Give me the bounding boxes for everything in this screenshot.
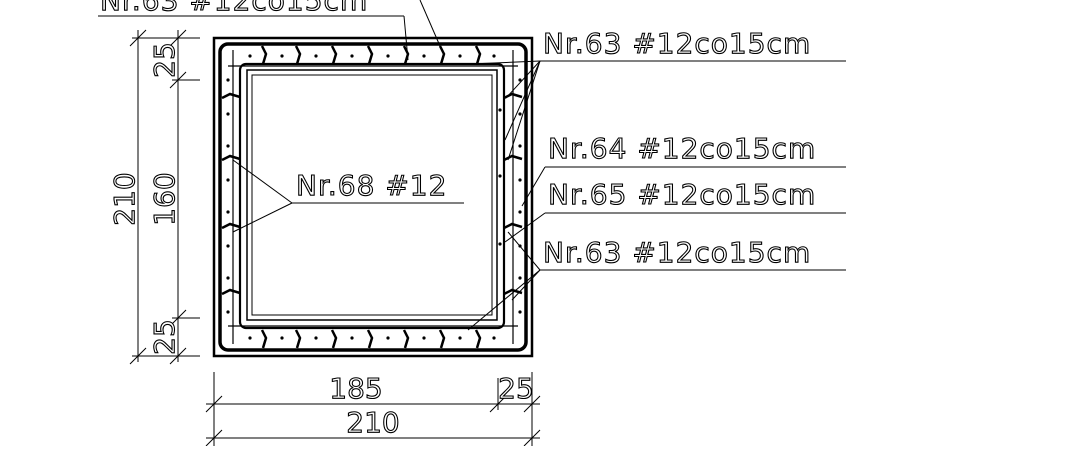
dim-left-inner: 160 <box>148 172 181 225</box>
dim-left-top: 25 <box>148 42 181 78</box>
dim-left-bottom: 25 <box>148 319 181 355</box>
top-stirrup-ticks <box>260 45 482 65</box>
dim-bottom-right: 25 <box>498 372 534 405</box>
dim-left-total: 210 <box>108 172 141 225</box>
dim-bottom-inner: 185 <box>329 372 382 405</box>
label-right-3: Nr.65 #12co15cm <box>548 178 816 211</box>
leader-right-2-arrow <box>521 166 546 207</box>
leader-center-arrow-2 <box>232 202 293 233</box>
right-stirrup-ticks <box>503 92 523 296</box>
leader-right-3-arrow <box>504 212 546 243</box>
inner-cavity-offset <box>251 74 493 316</box>
label-right-4: Nr.63 #12co15cm <box>543 236 811 269</box>
inner-rebar-loop <box>238 62 506 330</box>
label-top-cut: Nr.63 #12co15cm <box>100 0 368 17</box>
leader-right-1-arrows <box>469 60 541 161</box>
left-dimension-lines <box>129 29 200 365</box>
leader-center-arrow-1 <box>232 159 293 204</box>
leader-top-cut-2 <box>419 0 441 47</box>
label-right-1: Nr.63 #12co15cm <box>543 27 811 60</box>
dim-bottom-total: 210 <box>346 406 399 439</box>
leader-top-cut-arrow <box>403 15 409 61</box>
outer-rebar-loop <box>218 42 528 352</box>
bottom-stirrup-ticks <box>260 329 482 349</box>
label-right-2: Nr.64 #12co15cm <box>548 132 816 165</box>
label-center: Nr.68 #12 <box>296 169 447 202</box>
rebar-dots <box>226 54 522 340</box>
outer-outline <box>212 36 534 358</box>
leader-right-4-arrows <box>467 231 541 331</box>
inner-cavity <box>246 69 498 321</box>
bottom-dimension-lines <box>205 372 541 447</box>
left-stirrup-ticks <box>221 92 241 296</box>
